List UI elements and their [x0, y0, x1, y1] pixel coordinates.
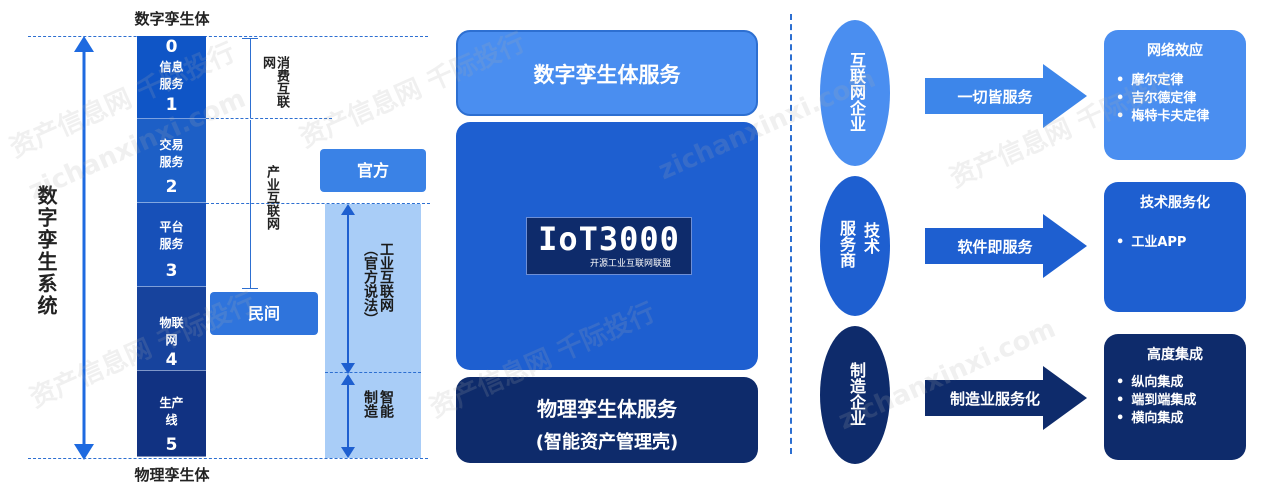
- layer-label: 平台服务: [159, 220, 184, 251]
- bracket-tick: [206, 118, 332, 119]
- layer-label: 信息服务: [159, 60, 184, 91]
- industrial-panel: [325, 204, 421, 458]
- list-item: 吉尔德定律: [1116, 90, 1246, 108]
- iot3000-logo: IoT3000 开源工业互联网联盟: [526, 217, 692, 275]
- high-integration-box[interactable]: 高度集成 纵向集成 端到端集成 横向集成: [1104, 334, 1246, 460]
- layer-top-number: 0: [165, 37, 178, 57]
- bottom-dashed-line: [28, 458, 428, 459]
- layer-number: 1: [165, 95, 178, 115]
- double-arrow-icon: [341, 204, 355, 374]
- list-item: 工业APP: [1116, 234, 1246, 252]
- industry-internet-bracket: [250, 120, 251, 288]
- layer-label: 物联网: [159, 316, 184, 347]
- arrow-right-icon: [925, 214, 1087, 278]
- tech-service-box[interactable]: 技术服务化 工业APP: [1104, 182, 1246, 312]
- manufacturing-enterprise-ellipse[interactable]: 制造企业: [820, 326, 890, 464]
- arrow-right-icon: [925, 64, 1087, 128]
- logo-main: IoT3000: [538, 220, 680, 258]
- physical-twin-label: 物理孪生体: [134, 466, 210, 484]
- list-item: 纵向集成: [1116, 374, 1246, 392]
- digital-twin-label: 数字孪生体: [134, 10, 210, 28]
- internet-enterprise-ellipse[interactable]: 互联网企业: [820, 20, 890, 166]
- arrow-right-icon: [925, 366, 1087, 430]
- layer-number: 4: [165, 350, 178, 370]
- layer-iot[interactable]: 物联网 4: [137, 287, 206, 371]
- box-list: 工业APP: [1104, 234, 1246, 252]
- list-item: 梅特卡夫定律: [1116, 108, 1246, 126]
- box-title: 技术服务化: [1140, 195, 1210, 211]
- bracket-tick: [242, 38, 258, 39]
- layer-number: 3: [165, 261, 178, 281]
- tech-service-provider-ellipse[interactable]: 技术 服务商: [820, 176, 890, 316]
- smart-manufacturing-label: 智能制造: [362, 390, 394, 418]
- bracket-tick: [325, 372, 421, 373]
- layer-transaction-service[interactable]: 交易服务 2: [137, 119, 206, 203]
- consumer-internet-bracket: [250, 38, 251, 118]
- industry-internet-label: 产业互联网: [264, 165, 279, 230]
- divider: [790, 14, 792, 454]
- box-list: 摩尔定律 吉尔德定律 梅特卡夫定律: [1104, 72, 1246, 126]
- layer-information-service[interactable]: 0 信息服务 1: [137, 36, 206, 119]
- private-box[interactable]: 民间: [210, 292, 318, 335]
- box-title: 网络效应: [1147, 43, 1203, 59]
- physical-twin-service-box[interactable]: 物理孪生体服务 (智能资产管理壳): [456, 377, 758, 463]
- top-dashed-line: [28, 36, 428, 37]
- bracket-tick: [242, 288, 258, 289]
- official-box[interactable]: 官方: [320, 149, 426, 192]
- layer-number: 2: [165, 177, 178, 197]
- list-item: 端到端集成: [1116, 392, 1246, 410]
- layer-label: 生产线: [159, 396, 184, 427]
- box-title: 高度集成: [1147, 347, 1203, 363]
- industrial-internet-label: 工业互联网（官方说法）: [362, 242, 394, 326]
- logo-subtitle: 开源工业互联网联盟: [589, 259, 671, 269]
- ellipse-label: 互联网企业: [847, 52, 866, 132]
- layer-label: 交易服务: [159, 138, 184, 169]
- ellipse-label: 服务商: [837, 220, 856, 268]
- layer-number: 5: [165, 435, 178, 455]
- arrow-label: 软件即服务: [957, 238, 1033, 256]
- digital-twin-service-box[interactable]: 数字孪生体服务: [456, 30, 758, 116]
- physical-twin-service-subtitle: (智能资产管理壳): [535, 432, 679, 453]
- arrow-label: 一切皆服务: [957, 88, 1033, 106]
- double-arrow-icon: [341, 374, 355, 458]
- physical-twin-service-title: 物理孪生体服务: [537, 397, 677, 421]
- layer-production-line[interactable]: 生产线 5: [137, 371, 206, 457]
- double-arrow-icon: [74, 36, 94, 460]
- layer-platform-service[interactable]: 平台服务 3: [137, 203, 206, 287]
- ellipse-label: 制造企业: [847, 362, 866, 426]
- consumer-internet-label: 消费互联网: [260, 56, 289, 108]
- arrow-label: 制造业服务化: [949, 390, 1040, 408]
- list-item: 横向集成: [1116, 410, 1246, 428]
- iot3000-box[interactable]: IoT3000 开源工业互联网联盟: [456, 122, 758, 370]
- ellipse-label: 技术: [861, 222, 880, 254]
- bracket-tick: [206, 203, 430, 204]
- network-effect-box[interactable]: 网络效应 摩尔定律 吉尔德定律 梅特卡夫定律: [1104, 30, 1246, 160]
- box-list: 纵向集成 端到端集成 横向集成: [1104, 374, 1246, 428]
- list-item: 摩尔定律: [1116, 72, 1246, 90]
- digital-twin-system-label: 数字孪生系统: [34, 185, 58, 317]
